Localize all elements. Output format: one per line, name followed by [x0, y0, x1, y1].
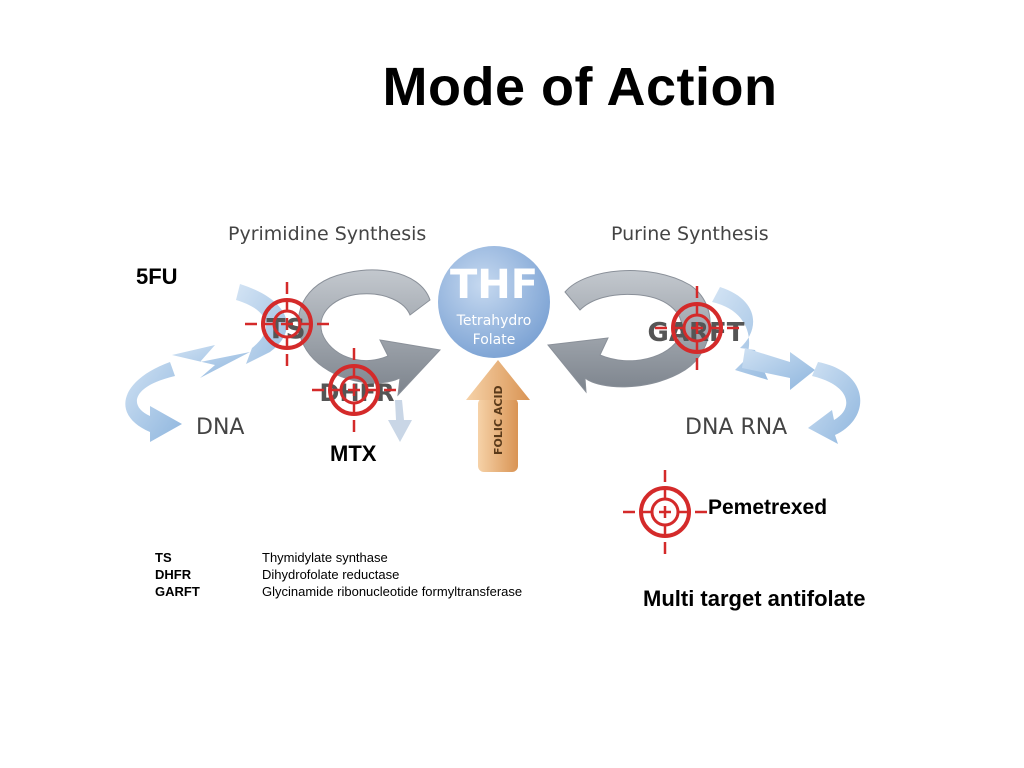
mtx-label: MTX: [330, 441, 377, 466]
legend-abbr: GARFT: [155, 584, 200, 599]
thf-label: THF: [450, 262, 538, 308]
5fu-label: 5FU: [136, 264, 178, 289]
multi-target-antifolate-label: Multi target antifolate: [643, 586, 866, 611]
legend-desc: Glycinamide ribonucleotide formyltransfe…: [262, 584, 523, 599]
legend-row: DHFR Dihydrofolate reductase: [155, 567, 575, 584]
thf-node: THF Tetrahydro Folate: [438, 246, 550, 358]
dna-left-label: DNA: [196, 415, 244, 440]
legend-abbr: TS: [155, 550, 172, 565]
thf-sub-label-1: Tetrahydro: [456, 313, 532, 329]
purine-synthesis-label: Purine Synthesis: [611, 223, 769, 245]
folic-acid-arrow: FOLIC ACID: [466, 360, 530, 472]
pemetrexed-target-icon: [621, 468, 709, 556]
legend-desc: Dihydrofolate reductase: [262, 567, 400, 582]
dna-rna-right-label: DNA RNA: [685, 415, 787, 440]
pyrimidine-cycle-arrow: [297, 269, 442, 397]
purine-cycle-arrow: [547, 270, 711, 394]
thf-sub-label-2: Folate: [473, 332, 516, 348]
legend-row: GARFT Glycinamide ribonucleotide formylt…: [155, 584, 575, 601]
legend-abbr: DHFR: [155, 567, 192, 582]
right-blue-arrows: [712, 287, 861, 444]
pemetrexed-label: Pemetrexed: [708, 496, 828, 519]
abbreviation-legend: TS Thymidylate synthase DHFR Dihydrofola…: [155, 550, 575, 601]
pyrimidine-synthesis-label: Pyrimidine Synthesis: [228, 223, 426, 245]
slide-title: Mode of Action: [382, 57, 778, 117]
folic-acid-label: FOLIC ACID: [492, 385, 505, 455]
dhfr-down-arrow: [388, 400, 412, 442]
legend-desc: Thymidylate synthase: [262, 550, 388, 565]
legend-row: TS Thymidylate synthase: [155, 550, 575, 567]
